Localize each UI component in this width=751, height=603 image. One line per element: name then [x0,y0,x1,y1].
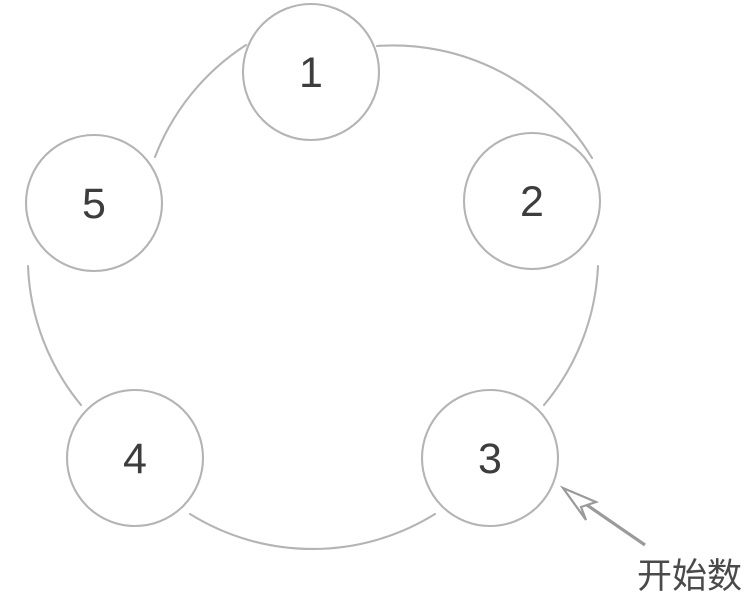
start-annotation: 开始数 [559,485,742,597]
edge-node2-to-node3 [542,264,600,407]
annotation-arrow-shaft [583,501,646,547]
node-3-circle[interactable] [420,388,560,528]
edge-node5-to-node1 [153,43,248,159]
node-2[interactable]: 2 [462,131,602,271]
node-5-circle[interactable] [24,133,164,273]
node-2-circle[interactable] [462,131,602,271]
node-3-label: 3 [478,435,502,483]
annotation-arrow-head-icon [559,485,600,521]
node-5-label: 5 [82,180,106,228]
node-1-circle[interactable] [241,2,381,142]
node-3[interactable]: 3 [420,388,560,528]
node-1-label: 1 [299,49,323,97]
node-2-label: 2 [520,178,544,226]
node-5[interactable]: 5 [24,133,164,273]
annotation-label: 开始数 [637,557,742,597]
node-4[interactable]: 4 [65,388,205,528]
edge-node3-to-node4 [188,512,437,550]
node-1[interactable]: 1 [241,2,381,142]
node-4-label: 4 [123,435,147,483]
edge-node4-to-node5 [26,264,83,407]
edge-group [26,43,600,550]
node-4-circle[interactable] [65,388,205,528]
edge-node1-to-node2 [375,44,594,160]
